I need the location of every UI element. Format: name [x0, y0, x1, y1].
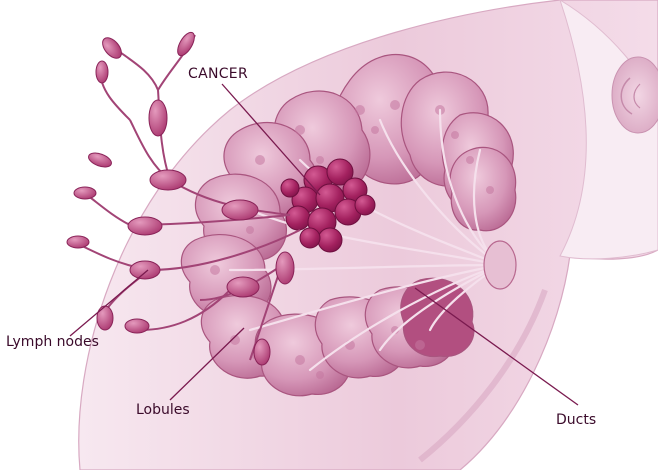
duct-convergence [484, 241, 516, 289]
nipple [612, 57, 658, 133]
cancer-label: CANCER [188, 66, 248, 82]
lobules-label: Lobules [136, 402, 190, 418]
ducts-label: Ducts [556, 412, 596, 428]
lymph-nodes-label: Lymph nodes [6, 334, 99, 350]
